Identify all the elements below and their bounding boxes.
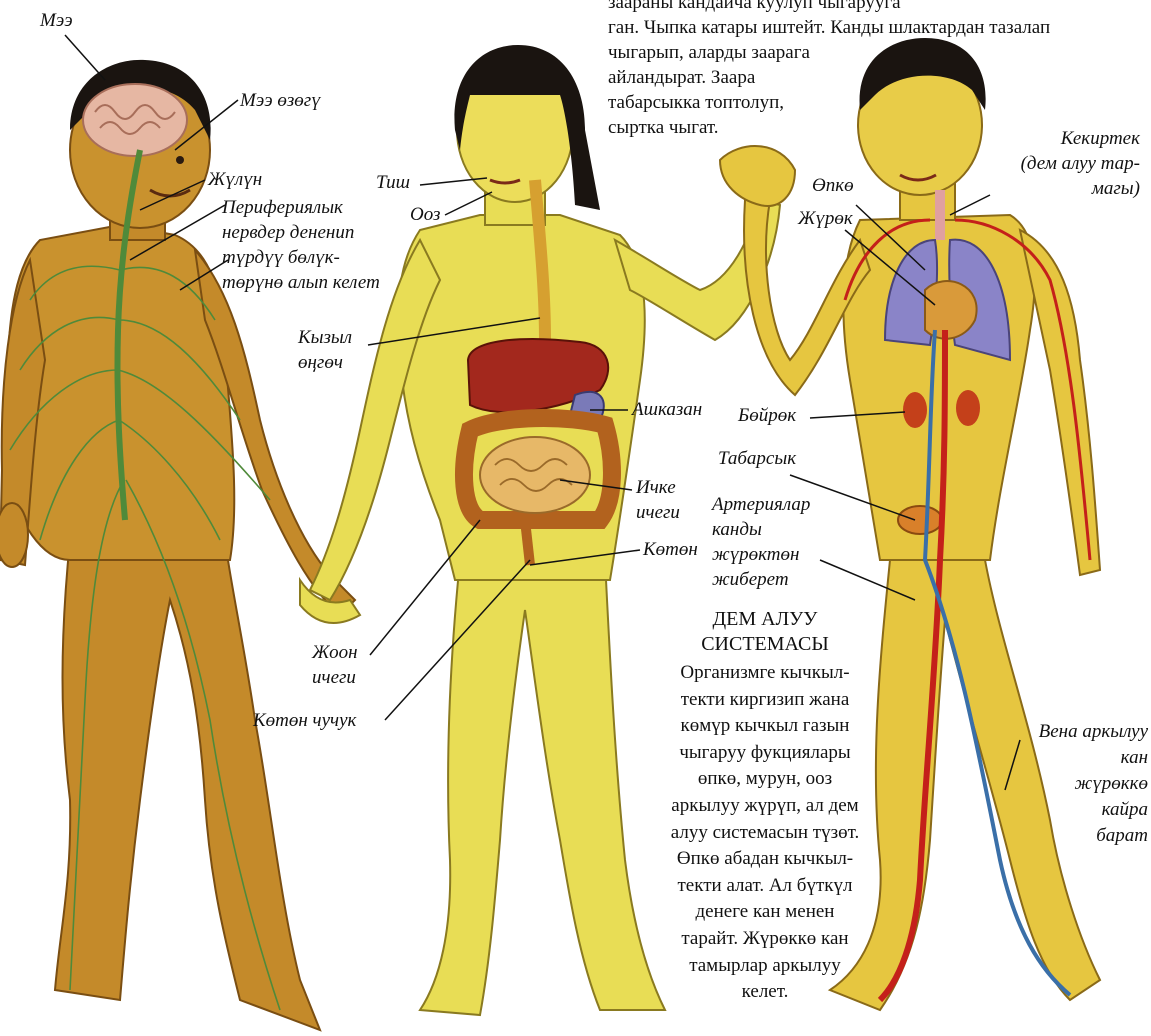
right-figure-heart [925, 281, 977, 339]
label-line: кан [1000, 745, 1148, 771]
right-figure-torso [843, 215, 1034, 560]
label-line: жүрөктөн [712, 542, 810, 567]
label-line: өңгөч [298, 350, 352, 375]
top-text-line: айландырат. Заара [608, 65, 1050, 90]
label-arteries: Артериялар канды жүрөктөн жиберет [712, 492, 810, 592]
label-line: кайра [1000, 797, 1148, 823]
label-veins: Вена аркылуу кан жүрөккө кайра барат [1000, 719, 1148, 849]
middle-figure-legs [420, 560, 665, 1015]
respiratory-system-text: Организмге кычкыл- текти киргизип жана к… [650, 660, 880, 1006]
right-figure-bladder [898, 506, 942, 534]
text-line: тарайт. Жүрөккө кан [650, 926, 880, 953]
label-line: Кекиртек [990, 126, 1140, 151]
label-line: (дем алуу тар- [990, 151, 1140, 176]
label-line: Артериялар [712, 492, 810, 517]
clasped-hands [720, 146, 795, 206]
label-mouth: Ооз [410, 202, 440, 227]
label-line: төрүнө алып келет [222, 270, 380, 295]
label-small-intestine: Ичке ичеги [636, 475, 680, 525]
top-text-line: чыгарып, аларды заарага [608, 40, 1050, 65]
label-large-intestine: Жоон ичеги [312, 640, 358, 690]
label-rectum: Көтөн [643, 537, 698, 562]
label-line: ичеги [636, 500, 680, 525]
right-figure-kidney-right [956, 390, 980, 426]
text-line: текти алат. Ал бүткүл [650, 873, 880, 900]
label-line: нервдер денениn [222, 220, 380, 245]
label-trachea: Кекиртек (дем алуу тар- магы) [990, 126, 1140, 201]
respiratory-system-title: ДЕМ АЛУУ СИСТЕМАСЫ [660, 607, 870, 657]
label-line: Жоон [312, 640, 358, 665]
right-figure-kidney-left [903, 392, 927, 428]
text-line: Өпкө абадан кычкыл- [650, 846, 880, 873]
label-line: түрдүү бөлүк- [222, 245, 380, 270]
label-teeth: Тиш [376, 170, 410, 195]
title-line: СИСТЕМАСЫ [660, 632, 870, 657]
label-appendix: Көтөн чучук [253, 708, 356, 733]
top-text-line: табарсыкка топтолуп, [608, 90, 1050, 115]
middle-figure-small-intestine [480, 437, 590, 513]
text-line: текти киргизип жана [650, 687, 880, 714]
label-spinal-cord: Жүлүн [208, 167, 262, 192]
left-figure-legs [55, 540, 320, 1030]
text-line: алуу системасын түзөт. [650, 820, 880, 847]
label-line: Кызыл [298, 325, 352, 350]
title-line: ДЕМ АЛУУ [660, 607, 870, 632]
text-line: өпкө, мурун, ооз [650, 766, 880, 793]
top-text-line: ган. Чыпка катары иштейт. Канды шлактард… [608, 15, 1050, 40]
label-line: жиберет [712, 567, 810, 592]
label-bladder: Табарсык [718, 446, 796, 471]
middle-figure-rectum [525, 520, 530, 565]
text-line: тамырлар аркылуу [650, 953, 880, 980]
label-brain-stem: Мээ өзөгү [240, 88, 321, 113]
label-esophagus: Кызыл өңгөч [298, 325, 352, 375]
label-brain: Мээ [40, 8, 73, 33]
text-line: Организмге кычкыл- [650, 660, 880, 687]
label-line: барат [1000, 823, 1148, 849]
label-line: Перифериялык [222, 195, 380, 220]
text-line: аркылуу жүрүп, ал дем [650, 793, 880, 820]
label-line: канды [712, 517, 810, 542]
left-figure-brain [83, 84, 187, 156]
label-heart: Жүрөк [798, 206, 853, 231]
top-text-line: заараны кандайча куулуп чыгарууга [608, 0, 1050, 15]
label-line: жүрөккө [1000, 771, 1148, 797]
label-stomach: Ашказан [632, 397, 702, 422]
label-kidney: Бөйрөк [738, 403, 796, 428]
label-line: Вена аркылуу [1000, 719, 1148, 745]
text-line: денеге кан менен [650, 899, 880, 926]
top-text-line: сыртка чыгат. [608, 115, 1050, 140]
label-lungs: Өпкө [812, 173, 854, 198]
text-line: келет. [650, 979, 880, 1006]
top-paragraph: заараны кандайча куулуп чыгарууга ган. Ч… [608, 0, 1050, 140]
label-line: Ичке [636, 475, 680, 500]
label-peripheral-nerves: Перифериялык нервдер денениn түрдүү бөлү… [222, 195, 380, 295]
text-line: көмүр кычкыл газын [650, 713, 880, 740]
text-line: чыгаруу фукциялары [650, 740, 880, 767]
label-line: магы) [990, 176, 1140, 201]
label-line: ичеги [312, 665, 358, 690]
